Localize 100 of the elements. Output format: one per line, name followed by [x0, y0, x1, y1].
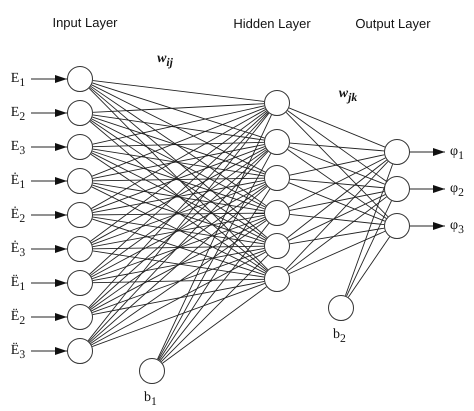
hidden-neuron-circle [264, 266, 290, 292]
connection-line [92, 278, 264, 284]
connection-line [89, 186, 268, 343]
connection-line [90, 220, 267, 344]
arrow [410, 185, 446, 193]
connection-line [88, 88, 268, 270]
connection-line [92, 103, 264, 113]
connection-line [160, 254, 268, 362]
connection-line [286, 112, 388, 218]
connection-line [290, 142, 384, 152]
weight-label: w$_{ij}$ [157, 51, 173, 69]
input-label: E$_{3}$ [5, 138, 31, 156]
arrow [30, 109, 68, 117]
bias-circle [139, 358, 165, 384]
arrow [30, 143, 68, 151]
connection-line [160, 222, 270, 362]
connection-line [91, 84, 266, 173]
input-neuron-circle [67, 270, 93, 296]
arrow [30, 177, 68, 185]
connection-line [90, 86, 267, 206]
input-neuron-circle [67, 168, 93, 194]
arrow [30, 279, 68, 287]
output-neuron-circle [384, 176, 410, 202]
input-neuron-circle [67, 236, 93, 262]
arrow [30, 313, 68, 321]
input-label: Ė$_{1}$ [5, 172, 31, 190]
connection-line [288, 182, 386, 222]
input-label: Ė$_{2}$ [5, 206, 31, 224]
connection-line [287, 149, 387, 219]
connection-line [348, 236, 390, 298]
connection-line [92, 105, 265, 145]
arrow [30, 245, 68, 253]
connection-line [90, 185, 267, 310]
input-neuron-circle [67, 100, 93, 126]
input-neuron-circle [67, 134, 93, 160]
connection-line [286, 160, 388, 238]
bias-label: b$_{2}$ [333, 327, 346, 345]
input-neuron-circle [67, 66, 93, 92]
connection-line [290, 178, 384, 188]
connection-line [88, 151, 269, 342]
connection-line [285, 161, 389, 270]
bias-label: b$_{1}$ [144, 390, 157, 408]
input-label: Ë$_{3}$ [5, 342, 31, 360]
hidden-neuron-circle [264, 129, 290, 155]
connection-line [92, 116, 266, 174]
connection-line [287, 110, 387, 182]
output-neuron-circle [384, 139, 410, 165]
connection-line [289, 154, 385, 176]
input-label: Ë$_{2}$ [5, 308, 31, 326]
output-label: φ$_{3}$ [445, 217, 469, 235]
connection-line [286, 196, 388, 272]
connection-line [92, 107, 266, 177]
connection-line [288, 194, 386, 241]
input-label: E$_{1}$ [5, 70, 31, 88]
connection-line [346, 200, 392, 297]
connection-line [289, 214, 385, 226]
connection-line [88, 112, 269, 308]
connection-line [89, 150, 268, 309]
output-neuron-circle [384, 213, 410, 239]
input-label: E$_{2}$ [5, 104, 31, 122]
output-label: φ$_{2}$ [445, 180, 469, 198]
hidden-neuron-circle [264, 233, 290, 259]
connection-line [162, 286, 267, 364]
connection-line [88, 112, 270, 342]
connection-line [92, 246, 264, 250]
layer-heading: Input Layer [52, 14, 118, 30]
connection-line [92, 281, 265, 315]
hidden-neuron-circle [264, 200, 290, 226]
hidden-neuron-circle [264, 165, 290, 191]
input-neuron-circle [67, 304, 93, 330]
connection-line [92, 142, 264, 148]
arrow [30, 211, 68, 219]
bias-circle [328, 295, 354, 321]
weight-label: w$_{jk}$ [338, 86, 358, 104]
connection-line [92, 178, 264, 182]
connection-line [288, 107, 386, 148]
connection-line [92, 212, 264, 216]
output-label: φ$_{1}$ [445, 143, 469, 161]
hidden-neuron-circle [264, 90, 290, 116]
arrow [30, 347, 68, 355]
connection-line [289, 228, 385, 244]
connection-line [92, 80, 265, 102]
connection-line [91, 218, 266, 312]
connection-line [157, 114, 272, 360]
connection-line [92, 82, 266, 138]
input-neuron-circle [67, 202, 93, 228]
layer-heading: Hidden Layer [233, 16, 311, 30]
arrow [410, 222, 446, 230]
input-neuron-circle [67, 338, 93, 364]
input-label: Ë$_{1}$ [5, 274, 31, 292]
connection-line [92, 283, 266, 347]
connection-line [89, 86, 268, 238]
connection-line [344, 164, 394, 296]
connection-line [158, 188, 270, 361]
input-label: Ė$_{3}$ [5, 240, 31, 258]
arrow [30, 75, 68, 83]
arrow [410, 148, 446, 156]
connection-line [288, 230, 386, 274]
connection-line [92, 114, 265, 141]
connection-line [158, 152, 272, 360]
